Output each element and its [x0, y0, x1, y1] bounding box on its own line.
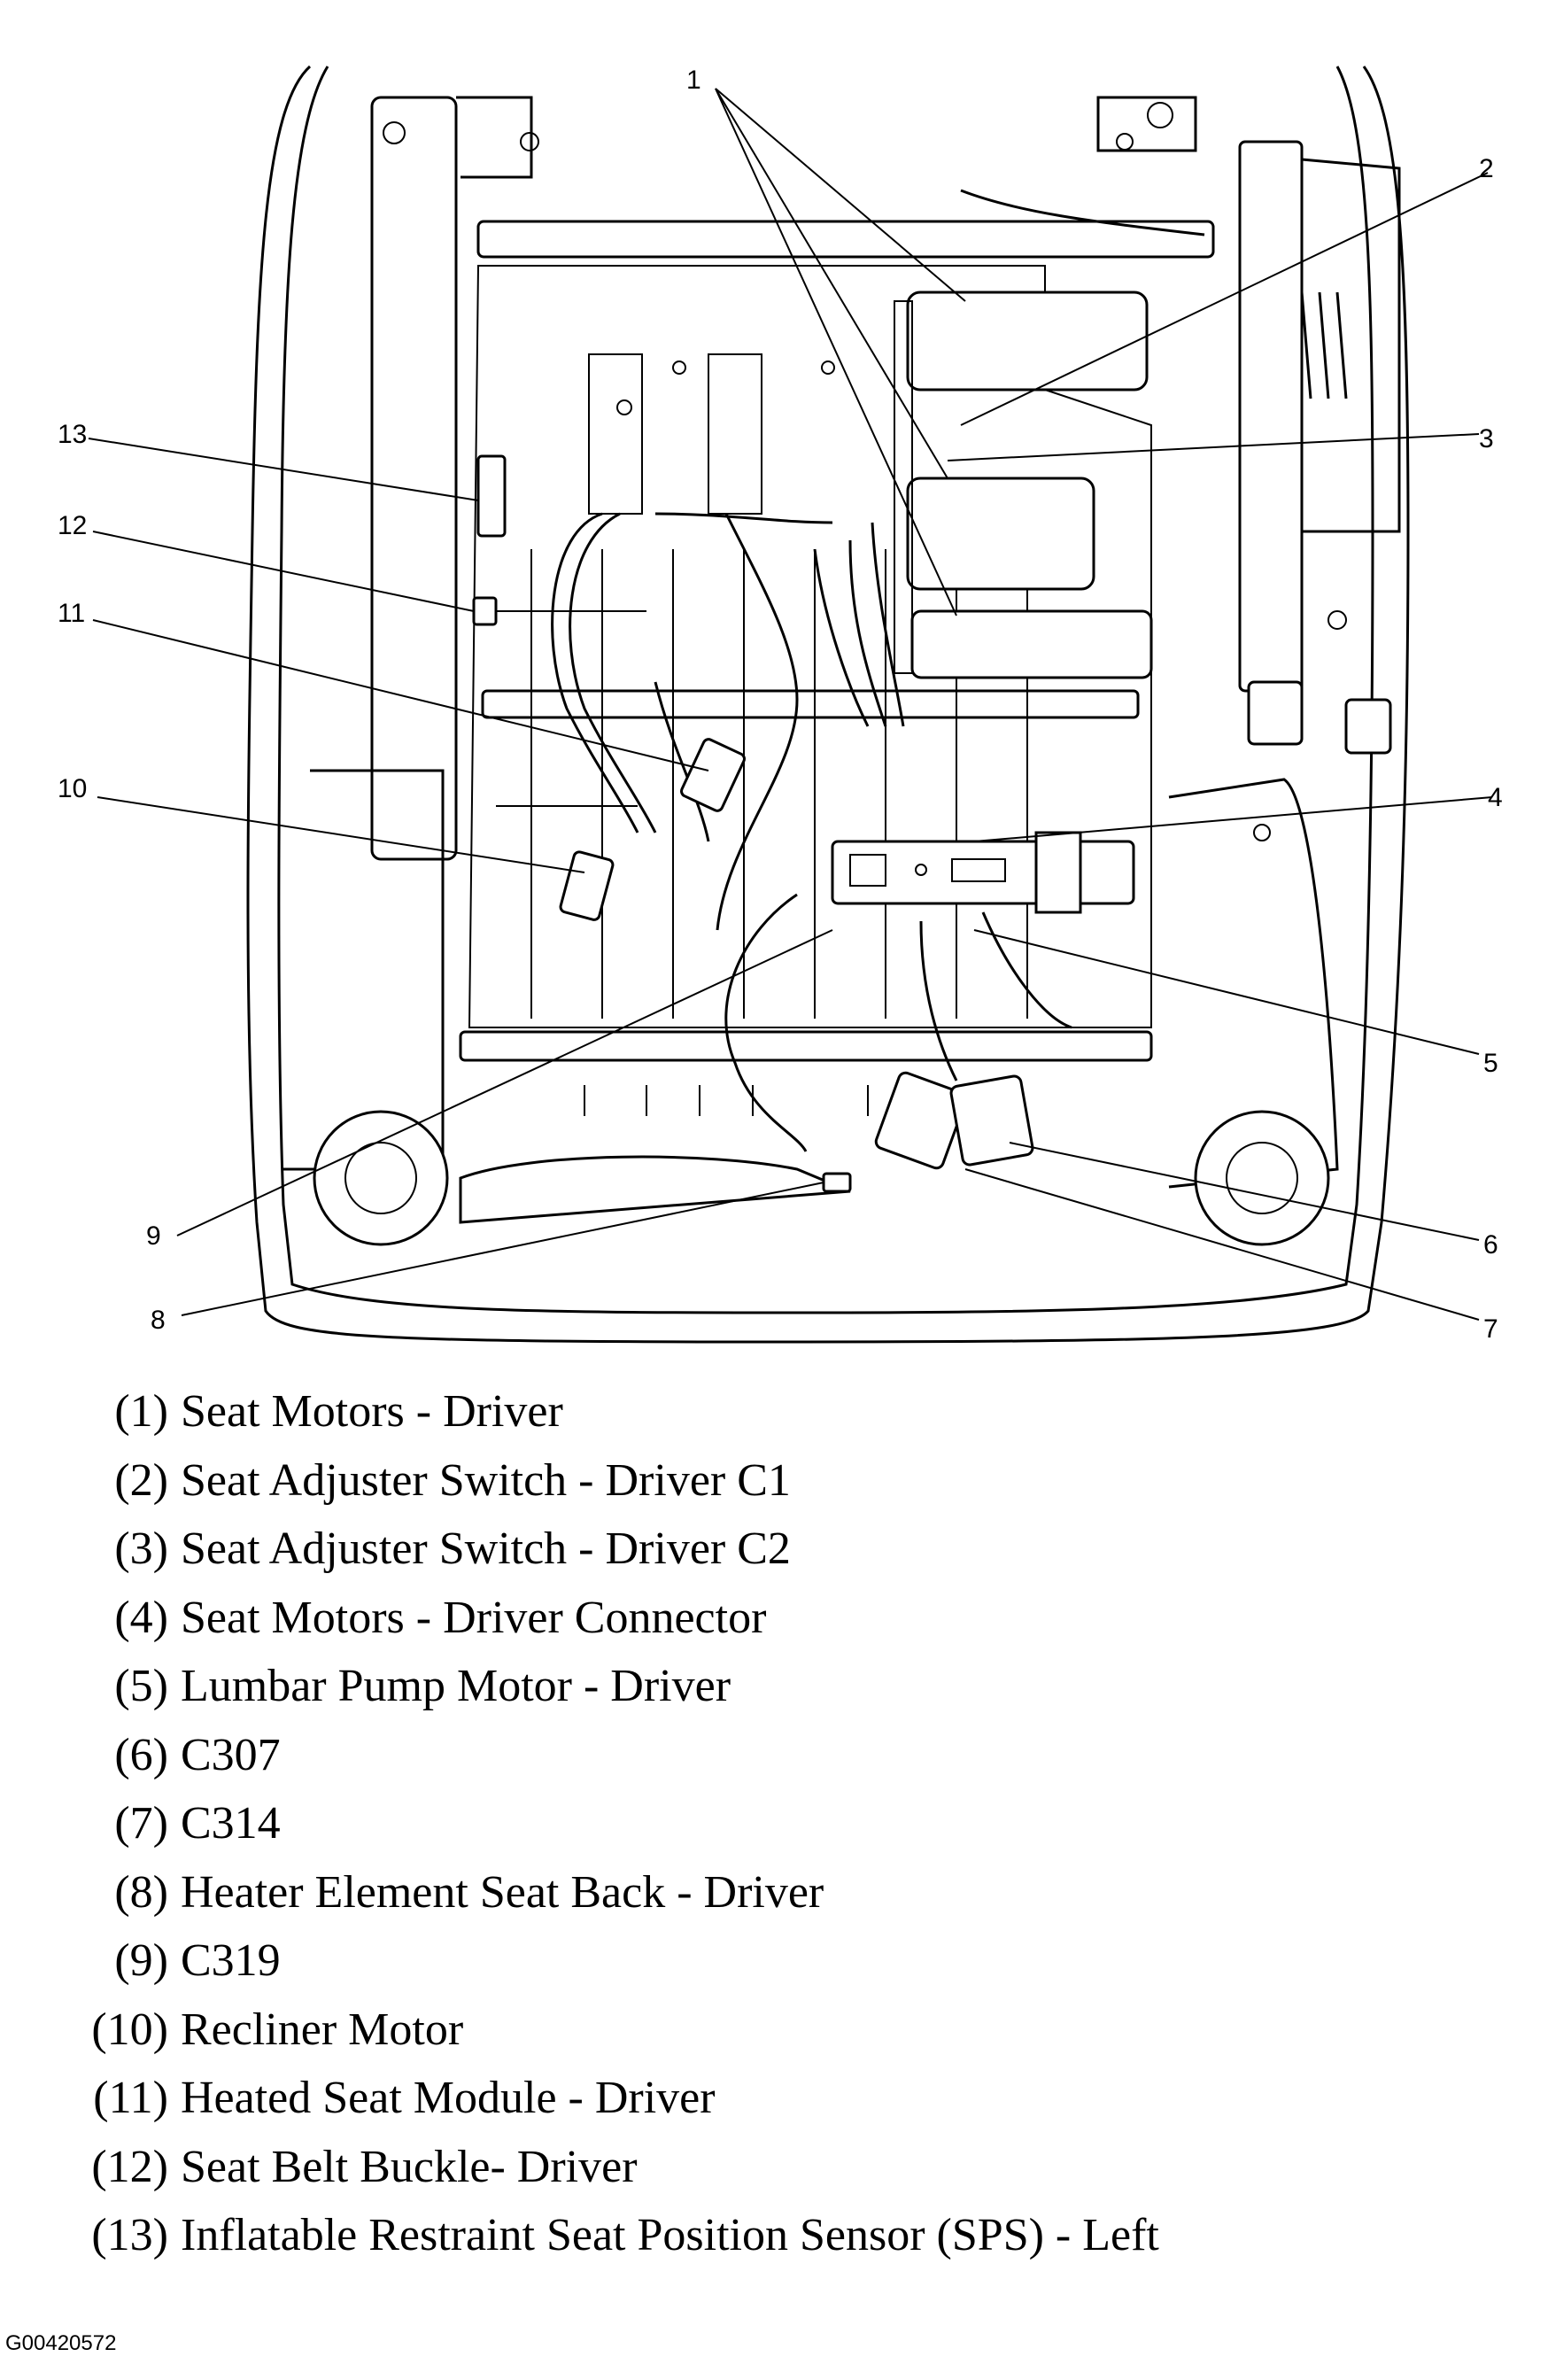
legend-item: (10)Recliner Motor: [91, 2004, 464, 2055]
legend-item: (7)C314: [114, 1798, 281, 1849]
figure-id: G00420572: [5, 2331, 117, 2355]
leader-lines: [88, 88, 1493, 1321]
legend-item: (6)C307: [114, 1729, 281, 1780]
seat-wiring-diagram: 1 2 3 4 5 6 7 8 9 10 11 12 13: [58, 65, 1503, 1344]
wiring-harness: [496, 189, 1348, 1152]
legend-item: (1)Seat Motors - Driver: [114, 1386, 563, 1437]
seat-frame: [246, 65, 1410, 1344]
legend-item: (2)Seat Adjuster Switch - Driver C1: [114, 1454, 791, 1506]
legend: (1)Seat Motors - Driver (2)Seat Adjuster…: [71, 1377, 1505, 2270]
legend-item: (13)Inflatable Restraint Seat Position S…: [91, 2210, 1159, 2260]
seat-motors: [894, 291, 1153, 679]
callout-2: 2: [1479, 154, 1494, 183]
callout-9: 9: [146, 1221, 161, 1251]
callout-11: 11: [58, 599, 85, 628]
callout-8: 8: [151, 1306, 166, 1335]
legend-item: (12)Seat Belt Buckle- Driver: [91, 2141, 638, 2192]
seat-motor-connector: [831, 831, 1135, 914]
callout-4: 4: [1488, 783, 1503, 812]
callout-1: 1: [686, 66, 701, 95]
callout-labels: 1 2 3 4 5 6 7 8 9 10 11 12 13: [58, 66, 1503, 1344]
legend-item: (8)Heater Element Seat Back - Driver: [114, 1866, 824, 1918]
callout-5: 5: [1483, 1049, 1498, 1078]
callout-13: 13: [58, 420, 87, 449]
legend-item: (3)Seat Adjuster Switch - Driver C2: [114, 1523, 791, 1574]
legend-item: (9)C319: [114, 1935, 281, 1986]
connectors: [472, 454, 1392, 1193]
callout-6: 6: [1483, 1230, 1498, 1260]
callout-10: 10: [58, 774, 87, 803]
legend-item: (11)Heated Seat Module - Driver: [93, 2073, 716, 2123]
callout-3: 3: [1479, 424, 1494, 454]
legend-item: (4)Seat Motors - Driver Connector: [114, 1592, 767, 1643]
callout-12: 12: [58, 511, 87, 540]
callout-7: 7: [1483, 1314, 1498, 1344]
legend-item: (5)Lumbar Pump Motor - Driver: [114, 1661, 731, 1711]
